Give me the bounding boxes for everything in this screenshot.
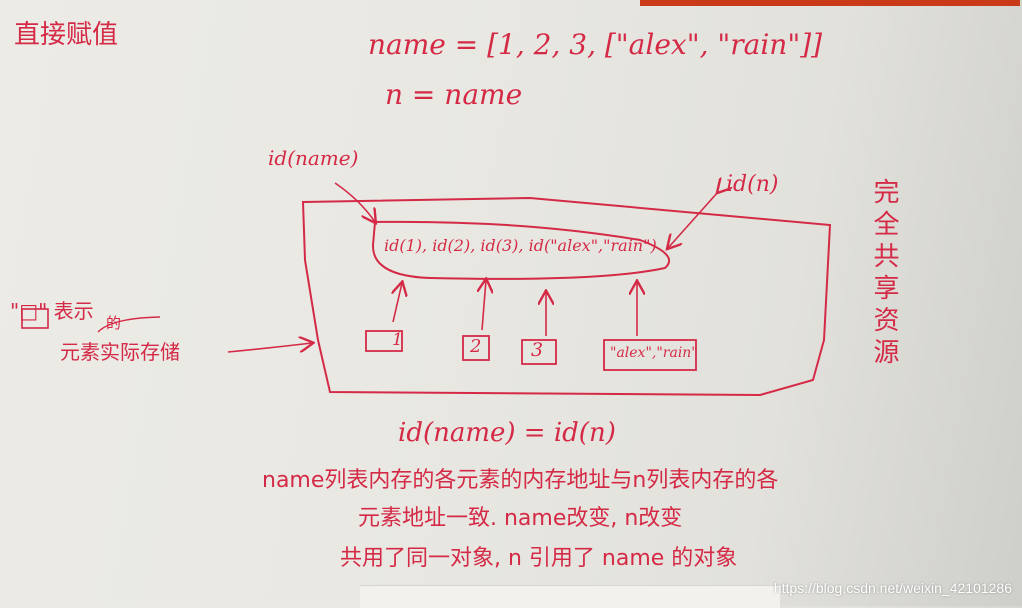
side-note: 完全共享资源 (869, 178, 899, 370)
outer-memory-box (301, 196, 832, 397)
storage-box-4: "alex","rain" (610, 345, 698, 361)
watermark: https://blog.csdn.net/weixin_42101286 (773, 580, 1012, 596)
conclusion-line-3: 共用了同一对象, n 引用了 name 的对象 (340, 546, 738, 571)
storage-box-2: 2 (470, 336, 482, 357)
legend-line-1: "□" 表示 (10, 299, 94, 323)
equation: id(name) = id(n) (398, 418, 616, 448)
orange-border-strip (640, 0, 1020, 6)
id-n-arrow (668, 192, 718, 248)
legend-arrow (227, 343, 312, 353)
conclusion-line-2: 元素地址一致. name改变, n改变 (358, 506, 683, 531)
arrow-2 (482, 280, 486, 331)
legend-insert: 的 (106, 314, 122, 332)
id-name-label: id(name) (268, 146, 359, 170)
arrow-1 (393, 283, 402, 323)
code-line-1: name = [1, 2, 3, ["alex", "rain"]] (368, 28, 823, 61)
torn-paper-edge (360, 585, 780, 608)
storage-box-3: 3 (531, 339, 544, 361)
page-title: 直接赋值 (14, 20, 119, 50)
id-n-label: id(n) (726, 172, 779, 197)
list-address-box (371, 220, 671, 280)
legend-line-2: 元素实际存储 (60, 340, 180, 364)
conclusion-line-1: name列表内存的各元素的内存地址与n列表内存的各 (262, 468, 779, 493)
storage-box-1: 1 (392, 330, 403, 350)
list-ids-label: id(1), id(2), id(3), id("alex","rain") (384, 236, 657, 255)
id-name-arrow (334, 182, 375, 222)
code-line-2: n = name (385, 78, 523, 111)
